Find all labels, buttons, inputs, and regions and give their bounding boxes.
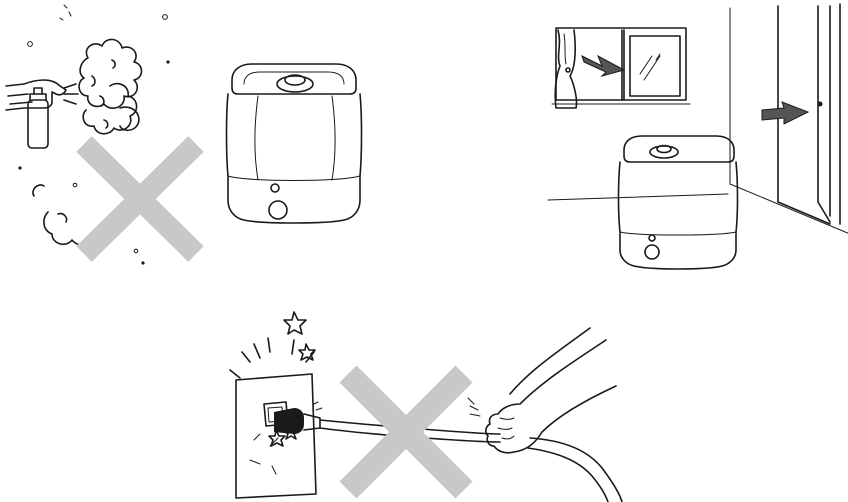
ventilate-room-panel (540, 0, 848, 280)
prohibited-cross-icon (339, 365, 473, 499)
spark-icon (229, 311, 316, 379)
no-cord-pull-panel (210, 300, 630, 502)
no-spray-panel (0, 0, 380, 270)
humidifier-icon (225, 63, 363, 224)
wall-outlet-icon (235, 373, 317, 499)
curtain-icon (554, 29, 578, 109)
plug-icon (274, 401, 323, 434)
arrow-icon (581, 54, 626, 77)
cord-icon (319, 419, 623, 502)
humidifier-icon (617, 135, 739, 270)
room-lines (547, 7, 848, 234)
spray-can-icon (27, 87, 49, 149)
hand-icon (467, 327, 617, 454)
window-icon (551, 27, 691, 105)
door-icon (777, 3, 841, 225)
prohibited-cross-icon (76, 136, 204, 262)
hand-icon (5, 79, 79, 111)
arrow-icon (761, 101, 810, 125)
